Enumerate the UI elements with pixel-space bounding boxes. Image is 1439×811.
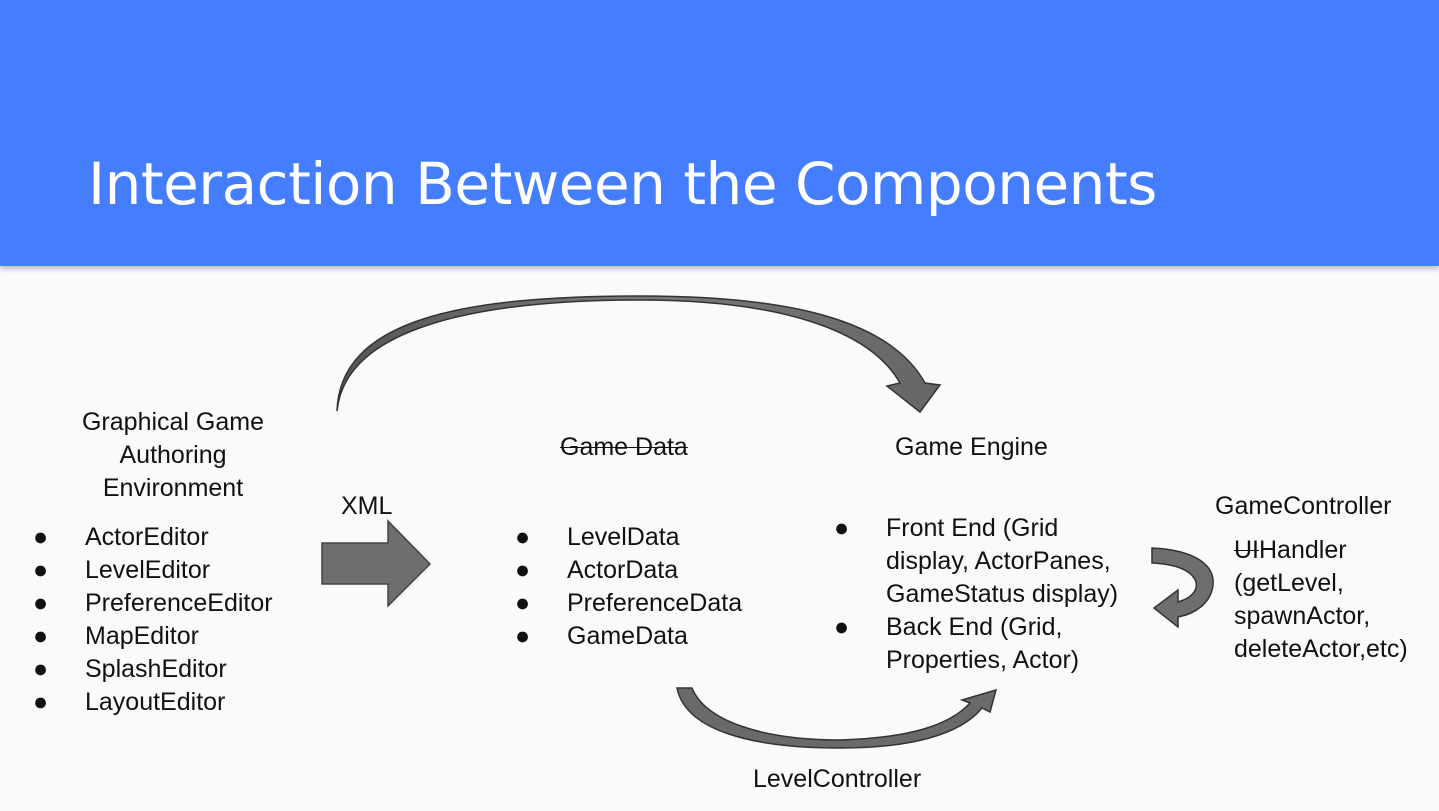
game-engine-heading: Game Engine bbox=[895, 433, 1048, 461]
ui-handler-line: deleteActor,etc) bbox=[1234, 635, 1408, 663]
data-name-text: ActorData bbox=[567, 556, 679, 584]
curved-arrow-data-to-engine bbox=[676, 687, 998, 749]
data-name-text: PreferenceData bbox=[567, 589, 743, 617]
back-end-line: Properties, Actor) bbox=[886, 646, 1080, 674]
list-item: ● MapEditor bbox=[33, 620, 273, 653]
curved-arrow-controller-loop bbox=[1151, 547, 1214, 629]
ui-struck-text: UI bbox=[1234, 536, 1259, 564]
data-name-text: LevelData bbox=[567, 523, 680, 551]
game-controller-heading: GameController bbox=[1215, 492, 1392, 520]
xml-label: XML bbox=[341, 492, 393, 520]
editor-name: ActorEditor bbox=[85, 523, 209, 551]
list-item: ● PreferenceData bbox=[515, 587, 742, 620]
authoring-heading-line: Environment bbox=[102, 474, 244, 502]
bullet: ● bbox=[515, 556, 531, 584]
data-name-text: GameData bbox=[567, 622, 688, 650]
block-arrow-xml bbox=[321, 519, 432, 608]
list-item: ● ActorEditor bbox=[33, 521, 273, 554]
ui-handler-line: (getLevel, bbox=[1234, 569, 1344, 597]
bullet: ● bbox=[33, 523, 49, 551]
list-item: ● PreferenceEditor bbox=[33, 587, 273, 620]
bullet: ● bbox=[834, 613, 850, 641]
list-item: ● GameData bbox=[515, 620, 742, 653]
back-end-line: Back End (Grid, bbox=[886, 613, 1063, 641]
bullet: ● bbox=[515, 622, 531, 650]
bullet: ● bbox=[33, 556, 49, 584]
ui-handler-block: UIHandler (getLevel, spawnActor, deleteA… bbox=[1234, 534, 1408, 666]
list-item: ● ActorData bbox=[515, 554, 742, 587]
editor-name: MapEditor bbox=[85, 622, 199, 650]
authoring-heading: Graphical Game Authoring Environment bbox=[60, 406, 286, 505]
bullet: ● bbox=[33, 688, 49, 716]
editor-name: SplashEditor bbox=[85, 655, 227, 683]
authoring-heading-line: Authoring bbox=[119, 441, 227, 469]
game-data-list: ● LevelData ● ActorData ● PreferenceData ● G… bbox=[515, 521, 742, 653]
bullet: ● bbox=[33, 622, 49, 650]
handler-text: Handler bbox=[1259, 536, 1347, 564]
front-end-line: Front End (Grid bbox=[886, 514, 1059, 542]
title-bar: Interaction Between the Components bbox=[0, 0, 1439, 266]
ui-handler-line: UIHandler bbox=[1234, 534, 1408, 567]
editor-name: PreferenceEditor bbox=[85, 589, 273, 617]
game-data-heading: Game Data bbox=[560, 433, 688, 461]
list-item: ● LevelData bbox=[515, 521, 742, 554]
authoring-heading-line: Graphical Game bbox=[81, 408, 265, 436]
editor-name: LevelEditor bbox=[85, 556, 211, 584]
front-end-line: display, ActorPanes, bbox=[886, 547, 1111, 575]
bullet: ● bbox=[834, 514, 850, 542]
curved-arrow-authoring-to-engine bbox=[336, 295, 942, 414]
bullet: ● bbox=[33, 655, 49, 683]
list-item: ● SplashEditor bbox=[33, 653, 273, 686]
bullet: ● bbox=[515, 589, 531, 617]
back-end-item: ● Back End (Grid, Properties, Actor) bbox=[834, 611, 1079, 677]
editor-name: LayoutEditor bbox=[85, 688, 226, 716]
slide-title: Interaction Between the Components bbox=[88, 150, 1157, 218]
list-item: ● LayoutEditor bbox=[33, 686, 273, 719]
list-item: ● LevelEditor bbox=[33, 554, 273, 587]
level-controller-label: LevelController bbox=[753, 765, 922, 793]
ui-handler-line: spawnActor, bbox=[1234, 602, 1371, 630]
front-end-item: ● Front End (Grid display, ActorPanes, G… bbox=[834, 512, 1118, 611]
authoring-editor-list: ● ActorEditor ● LevelEditor ● PreferenceEdi… bbox=[33, 521, 273, 719]
bullet: ● bbox=[33, 589, 49, 617]
front-end-line: GameStatus display) bbox=[886, 580, 1119, 608]
bullet: ● bbox=[515, 523, 531, 551]
